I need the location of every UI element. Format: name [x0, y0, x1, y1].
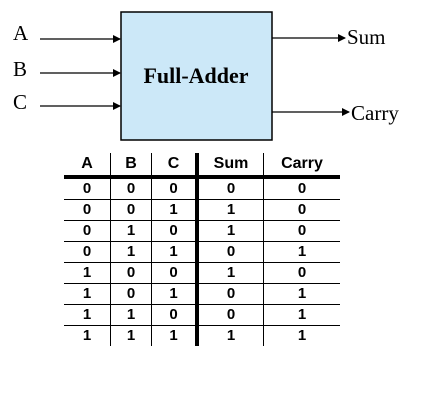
cell-a: 0 [64, 241, 111, 263]
cell-a: 1 [64, 283, 111, 305]
cell-carry: 1 [263, 304, 340, 326]
output-label-sum: Sum [347, 25, 386, 49]
cell-c: 1 [151, 241, 199, 263]
cell-c: 0 [151, 262, 199, 284]
cell-a: 1 [64, 262, 111, 284]
header-b: B [110, 153, 152, 179]
cell-carry: 0 [263, 199, 340, 221]
cell-b: 1 [110, 220, 152, 242]
cell-b: 0 [110, 283, 152, 305]
cell-sum: 0 [197, 304, 264, 326]
table-row: 1 1 0 0 1 [64, 304, 340, 326]
full-adder-block [120, 11, 273, 141]
cell-b: 1 [110, 241, 152, 263]
cell-c: 1 [151, 283, 199, 305]
input-label-a: A [13, 21, 29, 45]
cell-a: 1 [64, 325, 111, 346]
table-row: 1 1 1 1 1 [64, 325, 340, 346]
table-row: 0 0 0 0 0 [64, 177, 340, 200]
full-adder-label: Full-Adder [143, 63, 248, 88]
table-row: 0 1 0 1 0 [64, 220, 340, 242]
cell-c: 1 [151, 325, 199, 346]
cell-b: 0 [110, 262, 152, 284]
header-a: A [64, 153, 111, 179]
cell-c: 1 [151, 199, 199, 221]
input-label-b: B [13, 57, 27, 81]
cell-b: 1 [110, 325, 152, 346]
header-sum: Sum [197, 153, 264, 179]
output-label-carry: Carry [351, 101, 399, 125]
table-row: 0 1 1 0 1 [64, 241, 340, 263]
cell-sum: 1 [197, 262, 264, 284]
cell-carry: 0 [263, 220, 340, 242]
table-row: 0 0 1 1 0 [64, 199, 340, 221]
cell-c: 0 [151, 220, 199, 242]
header-carry: Carry [263, 153, 340, 179]
cell-carry: 1 [263, 283, 340, 305]
full-adder-diagram: Full-Adder A B C Sum Carry [13, 11, 399, 141]
cell-b: 0 [110, 177, 152, 200]
header-c: C [151, 153, 199, 179]
cell-carry: 1 [297, 327, 307, 344]
table-row: 1 0 1 0 1 [64, 283, 340, 305]
cell-b: 0 [110, 199, 152, 221]
table-row: 1 0 0 1 0 [64, 262, 340, 284]
cell-carry: 0 [263, 177, 340, 200]
truth-table-header-row: A B C Sum Carry [64, 153, 340, 179]
cell-a: 0 [64, 177, 111, 200]
cell-sum: 0 [197, 177, 264, 200]
cell-sum: 1 [197, 199, 264, 221]
cell-b: 1 [110, 304, 152, 326]
input-label-c: C [13, 90, 27, 114]
cell-a: 0 [64, 199, 111, 221]
cell-carry: 1 [263, 241, 340, 263]
cell-sum: 0 [197, 241, 264, 263]
cell-sum: 0 [197, 283, 264, 305]
cell-sum: 1 [197, 220, 264, 242]
cell-c: 0 [151, 304, 199, 326]
cell-carry: 0 [263, 262, 340, 284]
truth-table: A B C Sum Carry 0 0 0 0 0 0 0 1 1 0 0 1 … [64, 153, 340, 346]
cell-a: 1 [64, 304, 111, 326]
cell-a: 0 [64, 220, 111, 242]
cell-sum: 1 [197, 325, 264, 346]
cell-c: 0 [151, 177, 199, 200]
